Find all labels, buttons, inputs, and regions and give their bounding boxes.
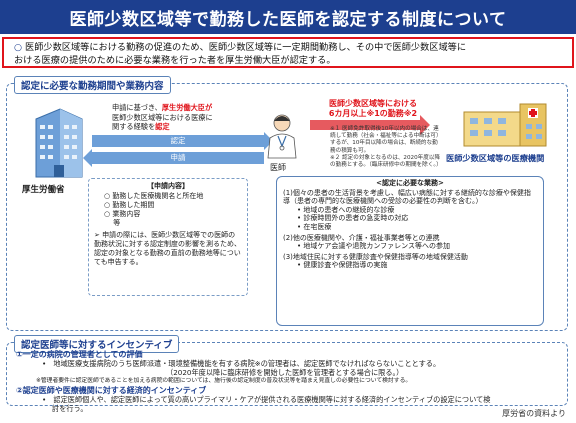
incentive-heading-1: ①一定の病院の管理者としての評価 <box>16 350 143 359</box>
page-title: 医師少数区域等で勤務した医師を認定する制度について <box>0 0 576 34</box>
hospital-building-icon <box>463 103 547 147</box>
application-content-note: ➢ 申請の際には、医師少数区域等での医師の勤務状況に対する認定制度の影響を測るた… <box>94 231 241 266</box>
application-certify: 認定 <box>155 122 170 131</box>
doctor-icon <box>267 114 297 159</box>
duty-3-item: • 健康診査や保健指導の実施 <box>297 261 388 270</box>
duty-2-item: • 地域ケア会議や退院カンファレンス等への参加 <box>297 242 451 251</box>
certify-arrow: 認定 <box>92 132 273 150</box>
requirement-line-1: 医師少数区域等における <box>329 99 417 108</box>
incentive-text: • 地域医療支援病院のうち医師派遣・環境整備機能を有する病院※の管理者は、認定医… <box>42 359 441 368</box>
requirement-service: の勤務 <box>379 109 404 118</box>
ministry-building-icon <box>35 108 83 178</box>
duty-2: (2)他の医療機関や、介護・福祉事業者等との連携 <box>283 233 440 242</box>
hospital-name: 医師少数区域等の医療機関 <box>446 153 545 163</box>
application-item: ○ 業務内容 <box>104 210 141 218</box>
incentives-panel-label: 認定医師等に対するインセンティブ <box>14 335 180 353</box>
incentive-heading-2: ②認定医師や医療機関に対する経済的インセンティブ <box>16 386 207 395</box>
source-credit: 厚労省の資料より <box>502 409 566 418</box>
required-duties-box: <認定に必要な業務> (1)個々の患者の生活背景を考慮し、幅広い病態に対する継続… <box>276 176 544 326</box>
requirement-note-ref-2: ※2 <box>403 109 418 118</box>
requirements-panel-label: 認定に必要な勤務期間や業務内容 <box>14 76 171 94</box>
summary-bullet: ○ <box>14 42 23 53</box>
duties-head: <認定に必要な業務> <box>376 179 444 187</box>
application-line-2: 医師少数区域等における医療に <box>112 112 213 122</box>
requirement-label: 医師少数区域等における 6カ月以上※1の勤務※2 <box>318 99 428 119</box>
application-item: ○ 勤務した期間 <box>104 201 155 209</box>
application-item: ○ 勤務した医療機関名と所在地 <box>104 192 204 200</box>
duty-1-item: • 地域の患者への継続的な診療 <box>297 205 395 214</box>
duty-1-item: • 診療時間外の患者の急変時の対応 <box>297 214 409 223</box>
summary-line-1: 医師少数区域等における勤務の促進のため、医師少数区域等に一定期間勤務し、その中で… <box>25 42 467 53</box>
application-item: 等 <box>104 219 121 227</box>
incentive-text: • 認定医師個人や、認定医師によって質の高いプライマリ・ケアが提供される医療機関… <box>42 395 491 404</box>
duty-3: (3)地域住民に対する健康診査や保健指導等の地域保健活動 <box>283 252 468 261</box>
requirement-period: 6カ月以上 <box>328 109 367 118</box>
apply-arrow: 申請 <box>83 149 264 167</box>
incentive-footnote: ※管理者要件に認定医師であることを加える病院の範囲については、施行後の認定制度の… <box>36 378 412 384</box>
requirement-note-2: ※２ 認定の対象となるのは、2020年度以降の勤務とする。（臨床研修中の期間を除… <box>330 154 442 169</box>
summary-line-2: おける医療の提供のために必要な業務を行った者を厚生労働大臣が認定する。 <box>14 55 336 66</box>
requirement-note-ref-1: ※1 <box>366 109 380 118</box>
incentive-text: （2020年度以降に臨床研修を開始した医師を管理者とする場合に限る。） <box>166 368 404 377</box>
requirement-notes: ※１ 医師免許取得後10年以内の場合は、連続して勤務（社会・福祉等による中断は可… <box>330 126 442 169</box>
application-line-3: 関する経験を <box>112 122 156 131</box>
application-content-box: 【申請内容】 ○ 勤務した医療機関名と所在地 ○ 勤務した期間 ○ 業務内容 等… <box>88 178 248 296</box>
requirement-arrow <box>310 115 430 135</box>
incentive-text: 討を行う。 <box>52 404 88 413</box>
ministry-name: 厚生労働省 <box>22 185 65 195</box>
requirement-note-1: ※１ 医師免許取得後10年以内の場合は、連続して勤務（社会・福祉等による中断は可… <box>330 126 442 154</box>
summary-box: ○医師少数区域等における勤務の促進のため、医師少数区域等に一定期間勤務し、その中… <box>2 37 574 68</box>
application-content-head: 【申請内容】 <box>147 182 189 190</box>
duty-1: (1)個々の患者の生活背景を考慮し、幅広い病態に対する継続的な診療や保健指導（患… <box>283 188 531 206</box>
duty-1-item: • 在宅医療 <box>297 222 332 231</box>
application-red: 厚生労働大臣が <box>161 103 213 112</box>
application-description: 申請に基づき、厚生労働大臣が 医師少数区域等における医療に 関する経験を認定 <box>112 103 234 132</box>
doctor-name: 医師 <box>270 163 286 172</box>
incentives-content: ①一定の病院の管理者としての評価 • 地域医療支援病院のうち医師派遣・環境整備機… <box>16 350 564 413</box>
application-pre: 申請に基づき、 <box>112 103 162 112</box>
